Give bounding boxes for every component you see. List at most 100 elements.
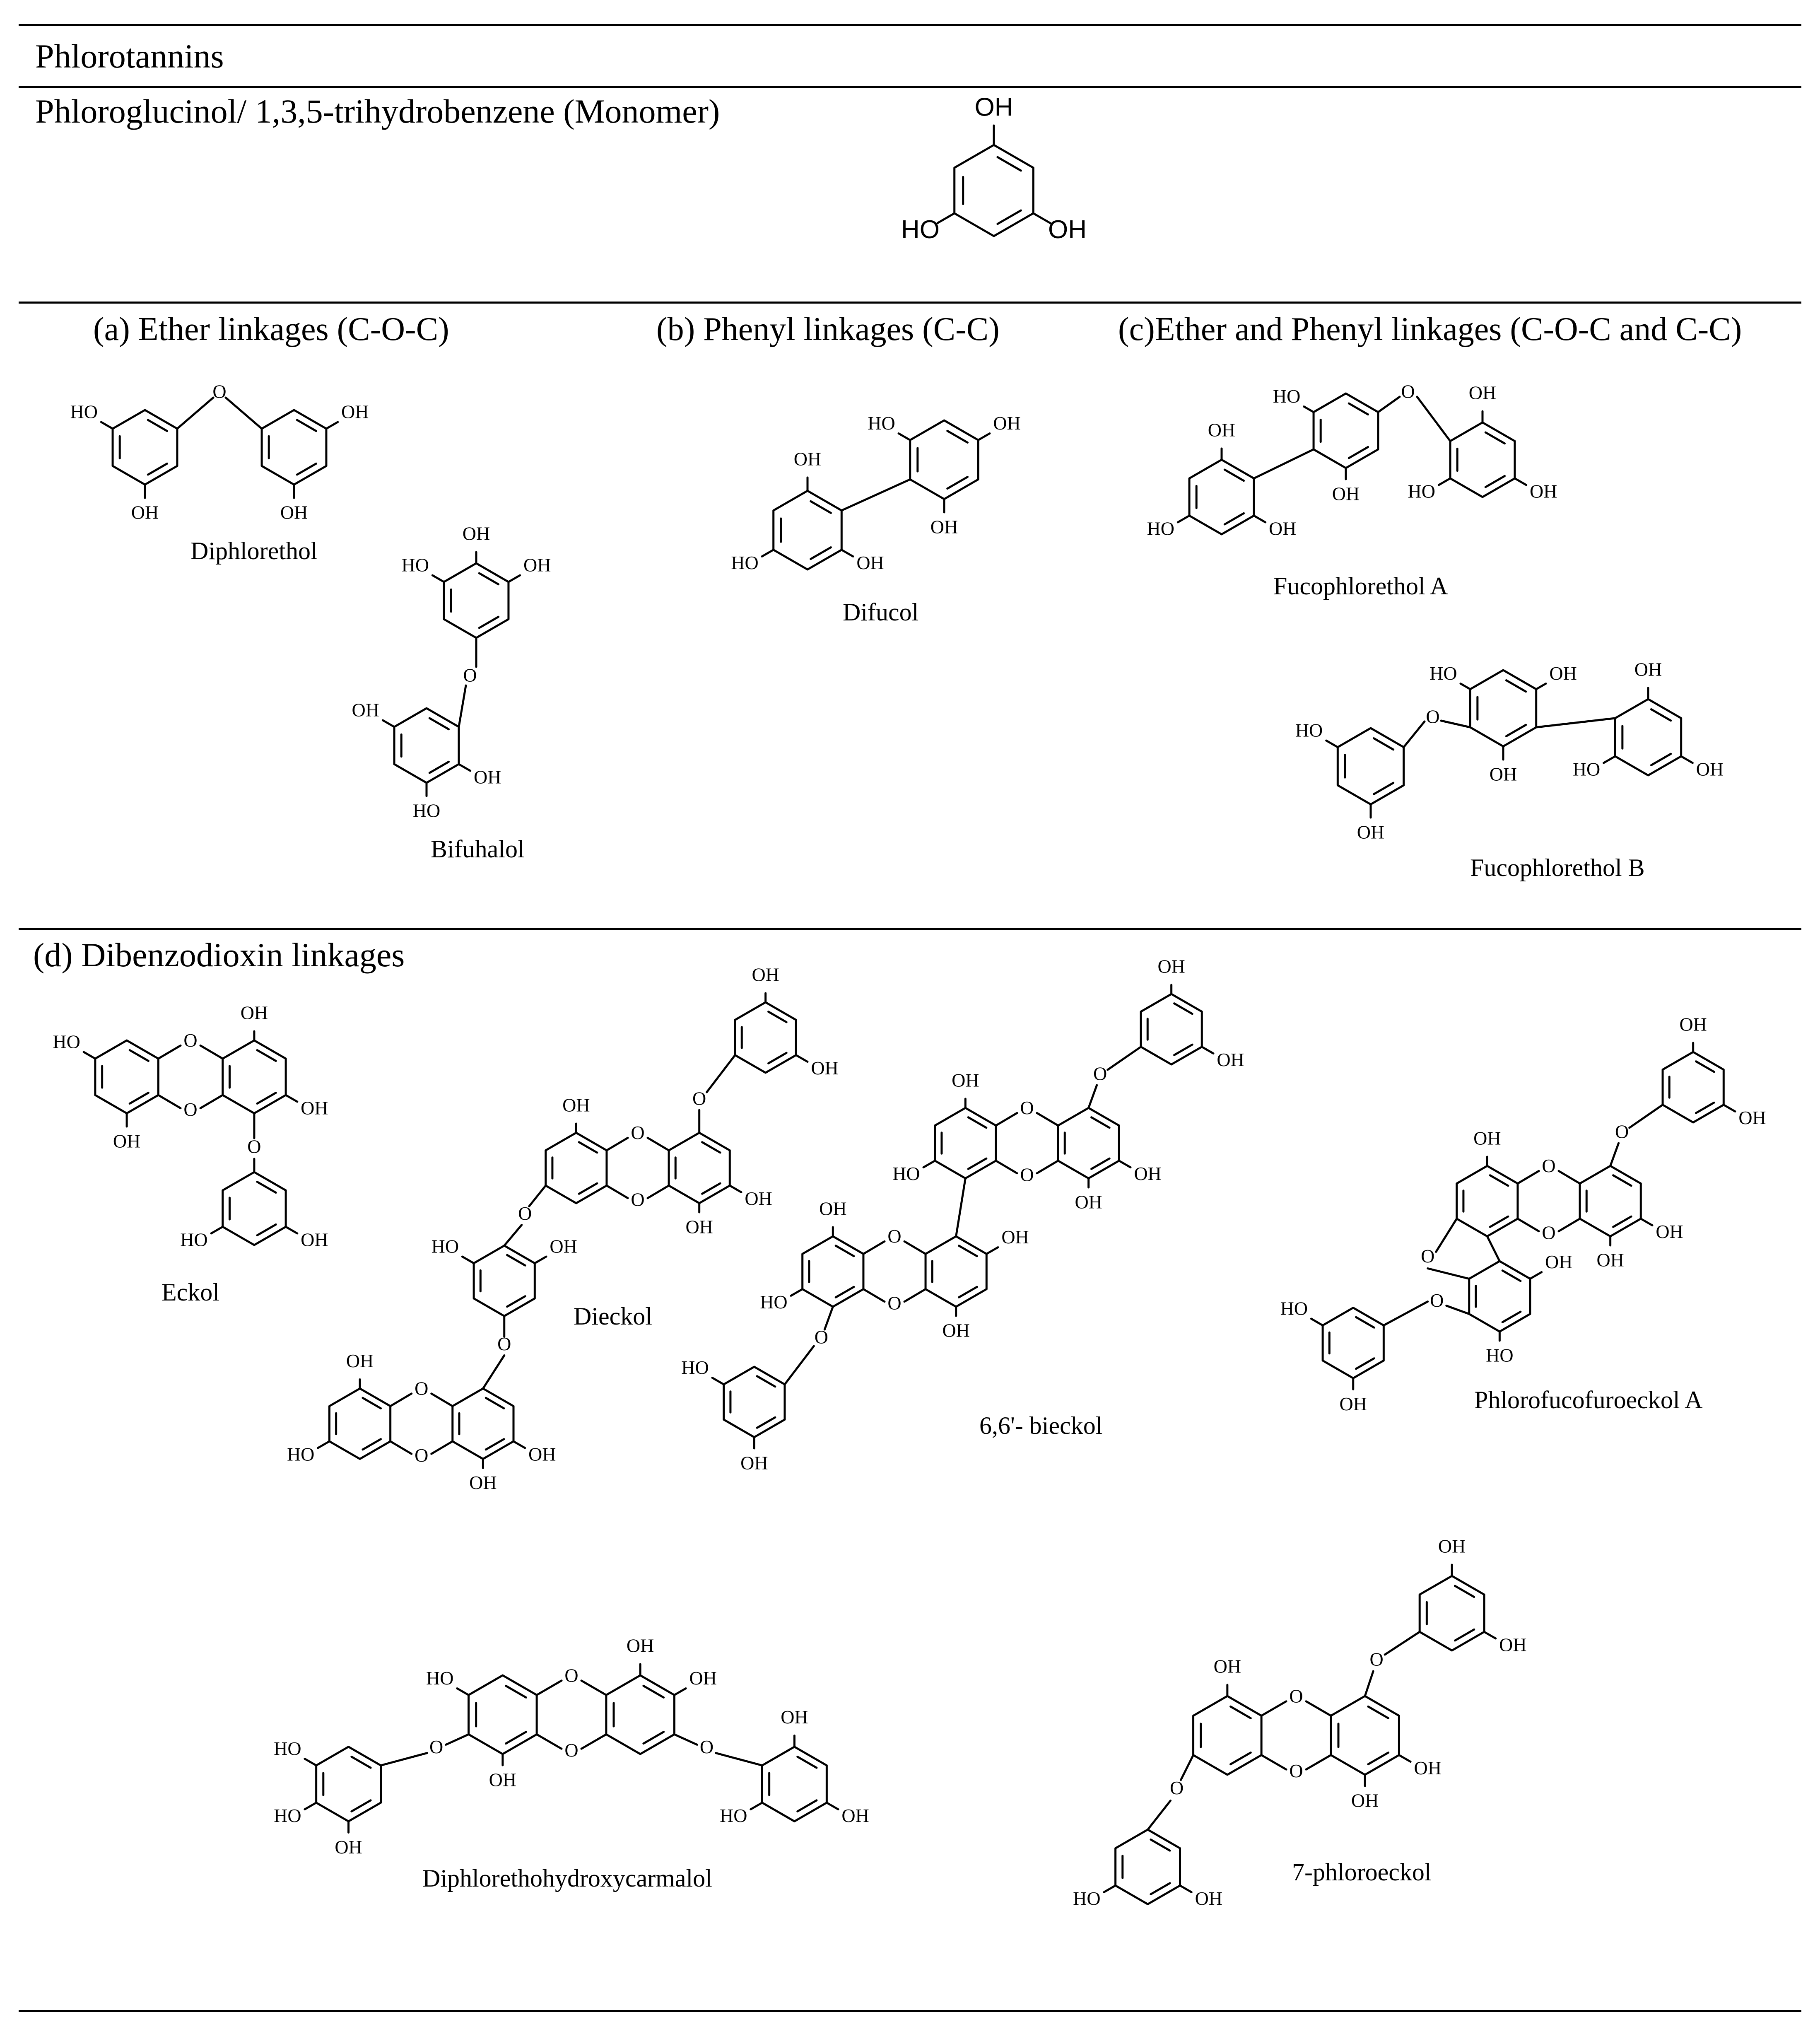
bond bbox=[1639, 1218, 1654, 1226]
hydroxyl-label: OH bbox=[1438, 1536, 1466, 1557]
benzene-ring bbox=[1661, 1051, 1725, 1124]
bond bbox=[381, 719, 395, 728]
double-bond bbox=[796, 1799, 818, 1812]
hydroxyl-label: OH bbox=[952, 1070, 979, 1091]
double-bond bbox=[485, 1438, 505, 1451]
hydroxyl-label: OH bbox=[689, 1667, 716, 1689]
bond bbox=[1176, 514, 1191, 524]
hydroxyl-label: OH bbox=[993, 413, 1020, 434]
bond bbox=[482, 1354, 506, 1390]
benzene-ring bbox=[222, 1171, 287, 1246]
bond bbox=[955, 1177, 967, 1238]
double-bond bbox=[1367, 1751, 1390, 1766]
table-title: Phlorotannins bbox=[35, 37, 224, 75]
hydroxyl-label: OH bbox=[745, 1188, 772, 1209]
bond bbox=[995, 1160, 1018, 1175]
oxygen-label: O bbox=[415, 1378, 428, 1399]
benzene-ring bbox=[1192, 1695, 1263, 1776]
bond bbox=[1303, 405, 1315, 413]
double-bond bbox=[296, 419, 317, 432]
hydroxyl-label: OH bbox=[335, 1836, 362, 1858]
bond bbox=[1603, 755, 1616, 764]
compound-name-eckol: Eckol bbox=[162, 1279, 219, 1306]
bond bbox=[535, 1679, 563, 1696]
bond bbox=[1253, 514, 1267, 524]
bond bbox=[157, 1044, 182, 1060]
benzene-ring bbox=[934, 1107, 997, 1180]
header-ether-phenyl-linkages: (c)Ether and Phenyl linkages (C-O-C and … bbox=[1118, 311, 1742, 347]
bond bbox=[825, 1802, 839, 1810]
hydroxyl-label: OH bbox=[1217, 1049, 1244, 1070]
hydroxyl-label: HO bbox=[70, 401, 98, 422]
hydroxyl-label: HO bbox=[431, 1236, 459, 1257]
double-bond bbox=[1612, 1174, 1632, 1187]
bond bbox=[1535, 717, 1616, 729]
oxygen-label: O bbox=[887, 1292, 901, 1313]
hydroxyl-label: OH bbox=[1048, 215, 1087, 244]
benzene-ring bbox=[111, 409, 178, 486]
oxygen-label: O bbox=[564, 1740, 578, 1761]
benzene-ring bbox=[1469, 669, 1538, 748]
bond bbox=[1516, 1218, 1540, 1233]
bond bbox=[512, 1440, 526, 1449]
double-bond bbox=[796, 1756, 818, 1769]
double-bond bbox=[128, 1049, 149, 1062]
hydroxyl-label: HO bbox=[901, 215, 940, 244]
hydroxyl-label: OH bbox=[241, 1002, 268, 1023]
benzene-ring bbox=[443, 562, 510, 639]
oxygen-label: O bbox=[631, 1122, 644, 1143]
bond bbox=[1437, 477, 1451, 486]
hydroxyl-label: HO bbox=[1429, 663, 1457, 684]
hydroxyl-label: OH bbox=[1157, 956, 1185, 977]
oxygen-label: O bbox=[1542, 1155, 1555, 1176]
benzene-ring bbox=[1312, 392, 1379, 469]
double-bond bbox=[767, 1052, 788, 1064]
table-top-rule bbox=[19, 24, 1801, 26]
bond bbox=[100, 421, 114, 430]
hydroxyl-label: HO bbox=[1486, 1345, 1513, 1366]
hydroxyl-label: OH bbox=[685, 1216, 713, 1238]
hydroxyl-label: HO bbox=[720, 1805, 747, 1826]
bond bbox=[903, 1240, 927, 1255]
hydroxyl-label: OH bbox=[1351, 1790, 1379, 1811]
double-bond bbox=[1650, 753, 1672, 766]
hydroxyl-label: OH bbox=[1549, 663, 1577, 684]
bond bbox=[1628, 1104, 1664, 1129]
bond bbox=[580, 1679, 607, 1696]
hydroxyl-label: HO bbox=[1295, 720, 1323, 741]
hydroxyl-label: OH bbox=[523, 555, 551, 576]
bond bbox=[1260, 1754, 1287, 1771]
double-bond bbox=[1489, 1215, 1509, 1228]
double-bond bbox=[578, 1182, 598, 1195]
double-bond bbox=[256, 1049, 277, 1062]
hydroxyl-label: OH bbox=[1530, 481, 1557, 502]
bond bbox=[728, 1185, 742, 1193]
double-bond bbox=[1348, 446, 1369, 459]
hydroxyl-label: HO bbox=[1573, 759, 1600, 780]
monomer-label: Phloroglucinol/ 1,3,5-trihydrobenzene (M… bbox=[35, 92, 720, 130]
compound-name-phlorofucofuroeckol-a: Phlorofucofuroeckol A bbox=[1474, 1386, 1703, 1414]
bond bbox=[1440, 719, 1471, 729]
bond bbox=[761, 549, 775, 557]
benzene-ring bbox=[723, 1366, 786, 1438]
bond bbox=[1680, 755, 1694, 764]
hydroxyl-label: OH bbox=[930, 516, 958, 538]
hydroxyl-label: OH bbox=[1332, 483, 1360, 504]
hydroxyl-label: HO bbox=[274, 1805, 301, 1826]
double-bond bbox=[1650, 708, 1672, 722]
benzene-ring bbox=[222, 1039, 287, 1115]
double-bond bbox=[1505, 679, 1527, 693]
hydroxyl-label: HO bbox=[731, 552, 758, 573]
hydroxyl-label: OH bbox=[550, 1236, 577, 1257]
bond bbox=[711, 1377, 725, 1385]
double-bond bbox=[1484, 431, 1506, 445]
bond bbox=[862, 1288, 886, 1303]
bond bbox=[317, 1440, 330, 1449]
hydroxyl-label: OH bbox=[1738, 1107, 1766, 1128]
hydroxyl-label: HO bbox=[1147, 518, 1174, 539]
double-bond bbox=[958, 1286, 978, 1298]
